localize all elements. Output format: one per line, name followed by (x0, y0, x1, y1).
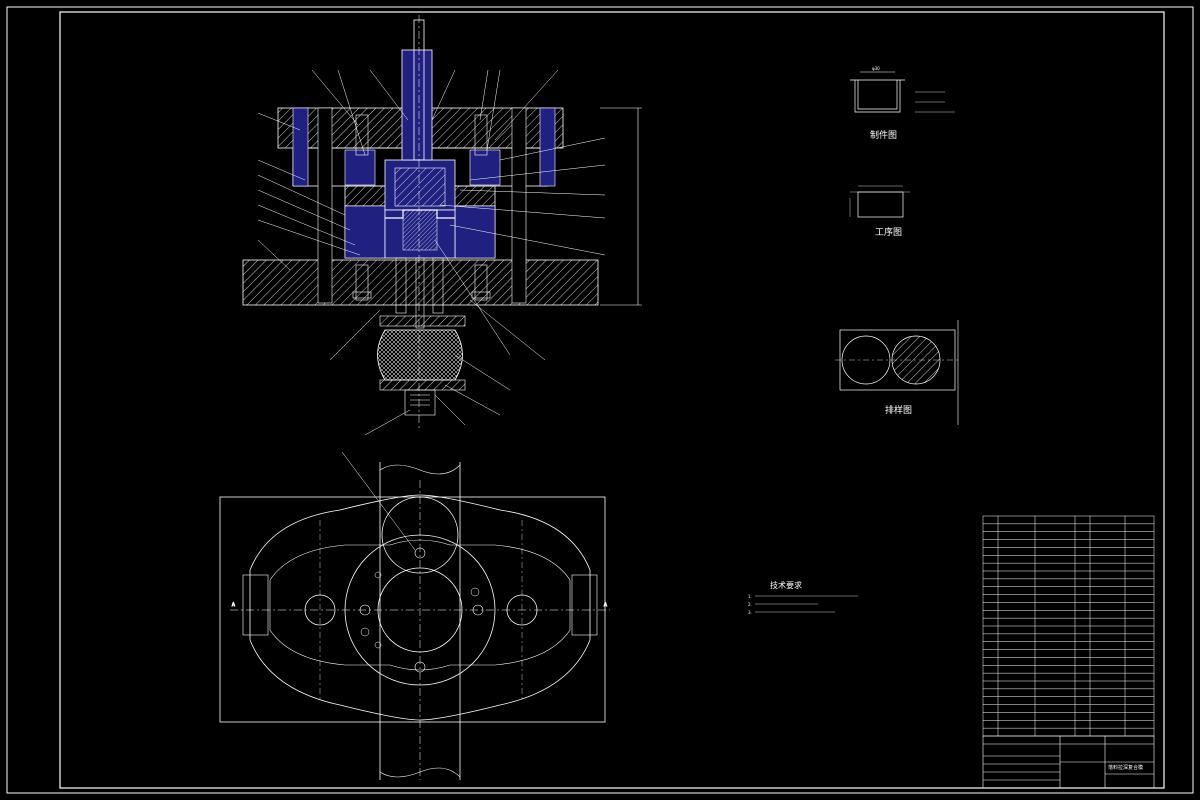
svg-text:A: A (604, 602, 607, 607)
inner-border (59, 11, 1165, 789)
svg-text:φ30: φ30 (872, 66, 880, 71)
section-view (242, 15, 642, 436)
plan-view: A A (219, 451, 610, 780)
title-block-name: 落料拉深复合模 (1108, 764, 1143, 771)
tech-note-2: 2. (748, 602, 752, 607)
part-view-label: 制件图 (870, 129, 897, 141)
title-block: 落料拉深复合模 (982, 735, 1155, 789)
layout-view-label: 排样图 (885, 404, 912, 416)
tech-note-3: 3. (748, 610, 752, 615)
blank-view-label: 工序图 (875, 226, 902, 238)
outer-border (6, 6, 1194, 794)
tech-note-1: 1. (748, 594, 752, 599)
blank-drawing: 工序图 (849, 185, 910, 238)
tech-notes: 技术要求 1. 2. 3. (748, 580, 858, 615)
tech-notes-title: 技术要求 (770, 580, 802, 590)
part-drawing: φ30 制件图 (850, 66, 955, 141)
bill-of-materials (982, 515, 1155, 737)
svg-text:A: A (232, 602, 235, 607)
layout-drawing: 排样图 (835, 320, 960, 425)
